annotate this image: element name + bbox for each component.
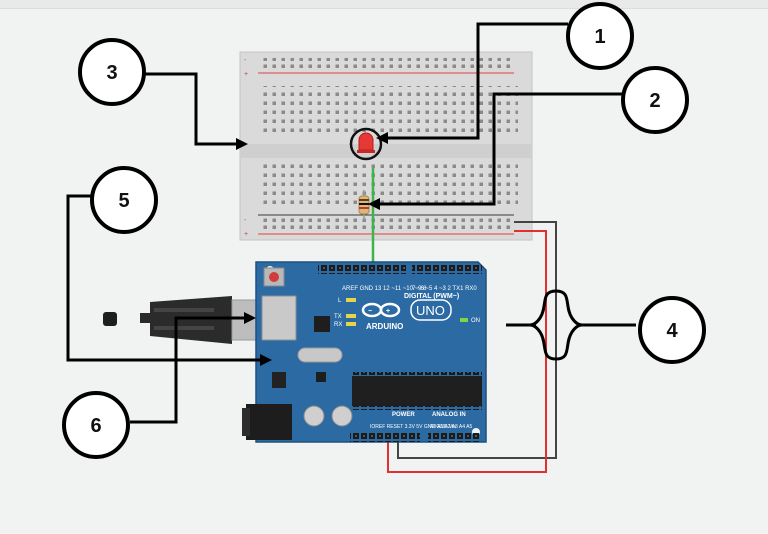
callout-2-label: 2 [649, 90, 660, 112]
rx-led-label: RX [334, 322, 342, 328]
power-on-led [460, 318, 468, 322]
callout-5: 5 [90, 166, 158, 234]
tx-led-label: TX [334, 314, 342, 320]
arrowhead-5 [260, 354, 272, 366]
callout-3: 3 [78, 38, 146, 106]
usb-cable-strain-relief [105, 313, 160, 323]
leader-5 [66, 194, 262, 362]
rail-plus-bl: + [244, 231, 248, 238]
usb-plug-housing [150, 296, 232, 344]
dc-jack-lip [242, 408, 250, 436]
callout-4-circle [638, 296, 706, 364]
l-led-label: L [338, 298, 342, 304]
callout-5-circle [90, 166, 158, 234]
upper-terminal-holes [262, 86, 518, 136]
arrowhead-2 [368, 198, 380, 210]
usb-plug-ridge-2 [154, 326, 214, 330]
black-wire[interactable] [397, 221, 557, 459]
usb-plug-ridge-1 [154, 308, 214, 312]
callout-1: 1 [566, 2, 634, 70]
window-top-strip [0, 0, 768, 9]
resistor-band-1 [359, 199, 369, 201]
leader-6 [130, 316, 244, 424]
breadboard[interactable]: - + - + [239, 51, 533, 241]
crystal-oscillator [297, 347, 343, 363]
led[interactable] [349, 127, 383, 161]
callout-3-circle [78, 38, 146, 106]
center-channel [240, 144, 532, 158]
atmega-chip [352, 376, 482, 406]
callout-4-label: 4 [666, 320, 678, 342]
rail-plus-tl: + [244, 71, 248, 78]
tx-led [346, 314, 356, 318]
analog-header[interactable] [428, 432, 480, 442]
digital-header-left[interactable] [318, 264, 406, 274]
usb-chip [314, 316, 330, 332]
analog-header-label: ANALOG IN [432, 412, 466, 418]
uno-badge-outline [410, 299, 452, 321]
callout-6: 6 [62, 391, 130, 459]
callout-arrowheads [236, 132, 388, 366]
arduino-logo: − + [361, 302, 401, 318]
power-header[interactable] [350, 432, 420, 442]
usb-cable[interactable] [103, 296, 263, 344]
callout-1-label: 1 [594, 26, 605, 48]
led-base [357, 150, 375, 153]
usb-socket [261, 295, 297, 341]
callout-1-circle [566, 2, 634, 70]
lower-terminal-holes [262, 162, 518, 208]
callout-2-circle [621, 66, 689, 134]
svg-text:+: + [386, 308, 390, 315]
pin-labels-analog: A0 A1 A2 A3 A4 A5 [430, 424, 472, 430]
small-chip [316, 372, 326, 382]
arrowhead-1 [376, 132, 388, 144]
dc-power-jack[interactable] [246, 404, 292, 440]
brace-left-half [529, 289, 557, 361]
digital-header-label: DIGITAL (PWM~) [404, 293, 459, 300]
usb-cable-end [103, 312, 117, 326]
leader-3 [144, 72, 238, 146]
arrowhead-3 [236, 138, 248, 150]
svg-text:−: − [368, 308, 372, 315]
pin-labels-digital-right: 7 ~6 ~5 4 ~3 2 TX1 RX0 [412, 286, 477, 292]
callout-6-label: 6 [90, 415, 101, 437]
callout-2: 2 [621, 66, 689, 134]
callout-4: 4 [638, 296, 706, 364]
bottom-rail-holes [262, 218, 510, 230]
callout-6-circle [62, 391, 130, 459]
led-highlight-circle [349, 127, 383, 161]
voltage-regulator [272, 372, 286, 388]
rail-minus-bl: - [244, 217, 247, 224]
arduino-board[interactable]: AREF GND 13 12 ~11 ~10 ~9 8 7 ~6 ~5 4 ~3… [242, 261, 487, 443]
pin-labels-power: IOREF RESET 3.3V 5V GND GND Vin [370, 424, 456, 430]
resistor[interactable] [358, 190, 370, 220]
arduino-brand-text: ARDUINO [366, 322, 403, 331]
callout-5-label: 5 [118, 190, 129, 212]
digital-header-right[interactable] [412, 264, 482, 274]
atmega-pins-top [352, 372, 482, 376]
rx-led [346, 322, 356, 326]
uno-model-text: UNO [416, 303, 445, 318]
red-wire[interactable] [387, 230, 547, 473]
power-header-label: POWER [392, 412, 415, 418]
rail-minus-tl: - [244, 57, 247, 64]
arrowhead-6 [244, 312, 256, 324]
capacitor-2 [331, 405, 353, 427]
brace-right-half [555, 289, 583, 361]
leader-1 [386, 22, 568, 140]
leader-2 [378, 92, 624, 206]
l-led [346, 298, 356, 302]
atmega-pins-bottom [352, 406, 482, 410]
callout-3-label: 3 [106, 62, 117, 84]
led-body [358, 132, 374, 151]
reset-button-cap [269, 272, 279, 282]
callout-leaders [66, 22, 636, 424]
pin-labels-digital-left: AREF GND 13 12 ~11 ~10 ~9 8 [342, 286, 427, 292]
resistor-band-2 [359, 203, 369, 205]
capacitor-1 [303, 405, 325, 427]
power-on-label: ON [471, 318, 480, 324]
resistor-band-3 [359, 207, 369, 209]
top-rail-holes [262, 58, 510, 70]
